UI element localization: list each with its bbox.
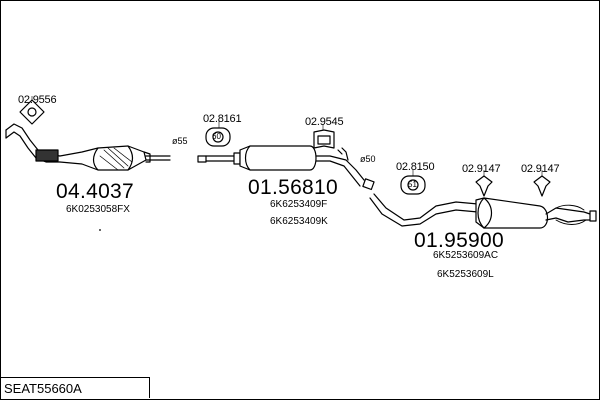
diagram-code: SEAT55660A [0, 377, 150, 398]
clamp-1-shape [475, 175, 493, 197]
accessory-number-clamp-2: 02.9147 [521, 163, 560, 175]
catalytic-converter-shape [59, 145, 171, 171]
front-pipe [5, 123, 61, 163]
oem-ref-catalytic-converter-1: 6K0253058FX [66, 204, 130, 215]
clamp-2-shape [533, 175, 551, 197]
oem-ref-middle-silencer-2: 6K6253409K [270, 216, 328, 227]
diameter-label-front: ø55 [172, 136, 188, 146]
diameter-label-middle: ø50 [360, 154, 376, 164]
part-number-middle-silencer: 01.56810 [248, 176, 338, 199]
accessory-number-clamp-1: 02.9147 [462, 163, 501, 175]
accessory-number-rubber-mount-2: 02.9545 [305, 116, 344, 128]
part-number-catalytic-converter: 04.4037 [56, 180, 135, 203]
mount-1-marker: 60 [212, 132, 221, 141]
accessory-number-rubber-mount-1: 02.8161 [203, 113, 242, 125]
rubber-mount-2-shape [313, 129, 335, 149]
accessory-number-rubber-mount-3: 02.8150 [396, 161, 435, 173]
oem-ref-rear-silencer-2: 6K5253609L [437, 269, 494, 280]
accessory-number-gasket: 02.9556 [18, 94, 57, 106]
middle-silencer-shape [197, 145, 375, 191]
rear-silencer-shape [369, 193, 597, 229]
oem-ref-middle-silencer-1: 6K6253409F [270, 199, 328, 210]
gasket-shape [19, 99, 45, 125]
oem-ref-rear-silencer-1: 6K5253609AC [433, 250, 499, 261]
part-number-rear-silencer: 01.95900 [414, 229, 504, 252]
rubber-mount-1-shape [205, 127, 231, 147]
mount-3-marker: 51 [408, 180, 417, 189]
